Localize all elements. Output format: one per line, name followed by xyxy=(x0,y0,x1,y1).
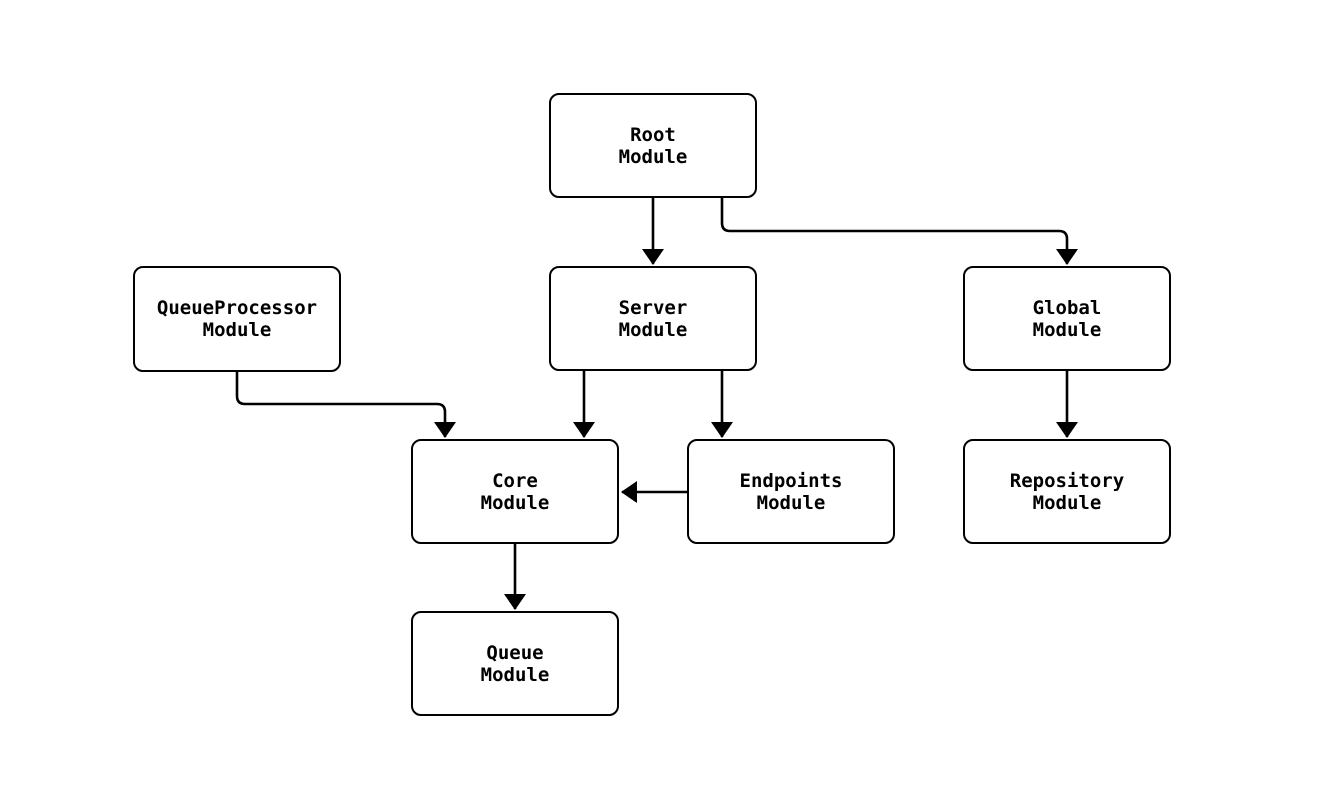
node-core-module: Core Module xyxy=(411,439,619,544)
node-queueprocessor-module: QueueProcessor Module xyxy=(133,266,341,372)
node-label-queueprocessor-module: QueueProcessor Module xyxy=(156,297,318,341)
node-label-core-module: Core Module xyxy=(480,469,550,514)
edge-queueprocessor-module-to-core-module xyxy=(235,372,456,438)
node-label-server-module: Server Module xyxy=(618,296,688,341)
edge-paths xyxy=(235,198,1078,610)
node-label-queue-module: Queue Module xyxy=(480,641,550,686)
node-server-module: Server Module xyxy=(549,266,757,371)
node-global-module: Global Module xyxy=(963,266,1171,371)
node-endpoints-module: Endpoints Module xyxy=(687,439,895,544)
node-label-global-module: Global Module xyxy=(1032,296,1102,341)
node-label-endpoints-module: Endpoints Module xyxy=(739,469,843,514)
node-root-module: Root Module xyxy=(549,93,757,198)
node-label-root-module: Root Module xyxy=(618,123,688,168)
node-label-repository-module: Repository Module xyxy=(1009,469,1125,514)
node-repository-module: Repository Module xyxy=(963,439,1171,544)
node-queue-module: Queue Module xyxy=(411,611,619,716)
edge-root-module-to-global-module xyxy=(720,198,1078,265)
